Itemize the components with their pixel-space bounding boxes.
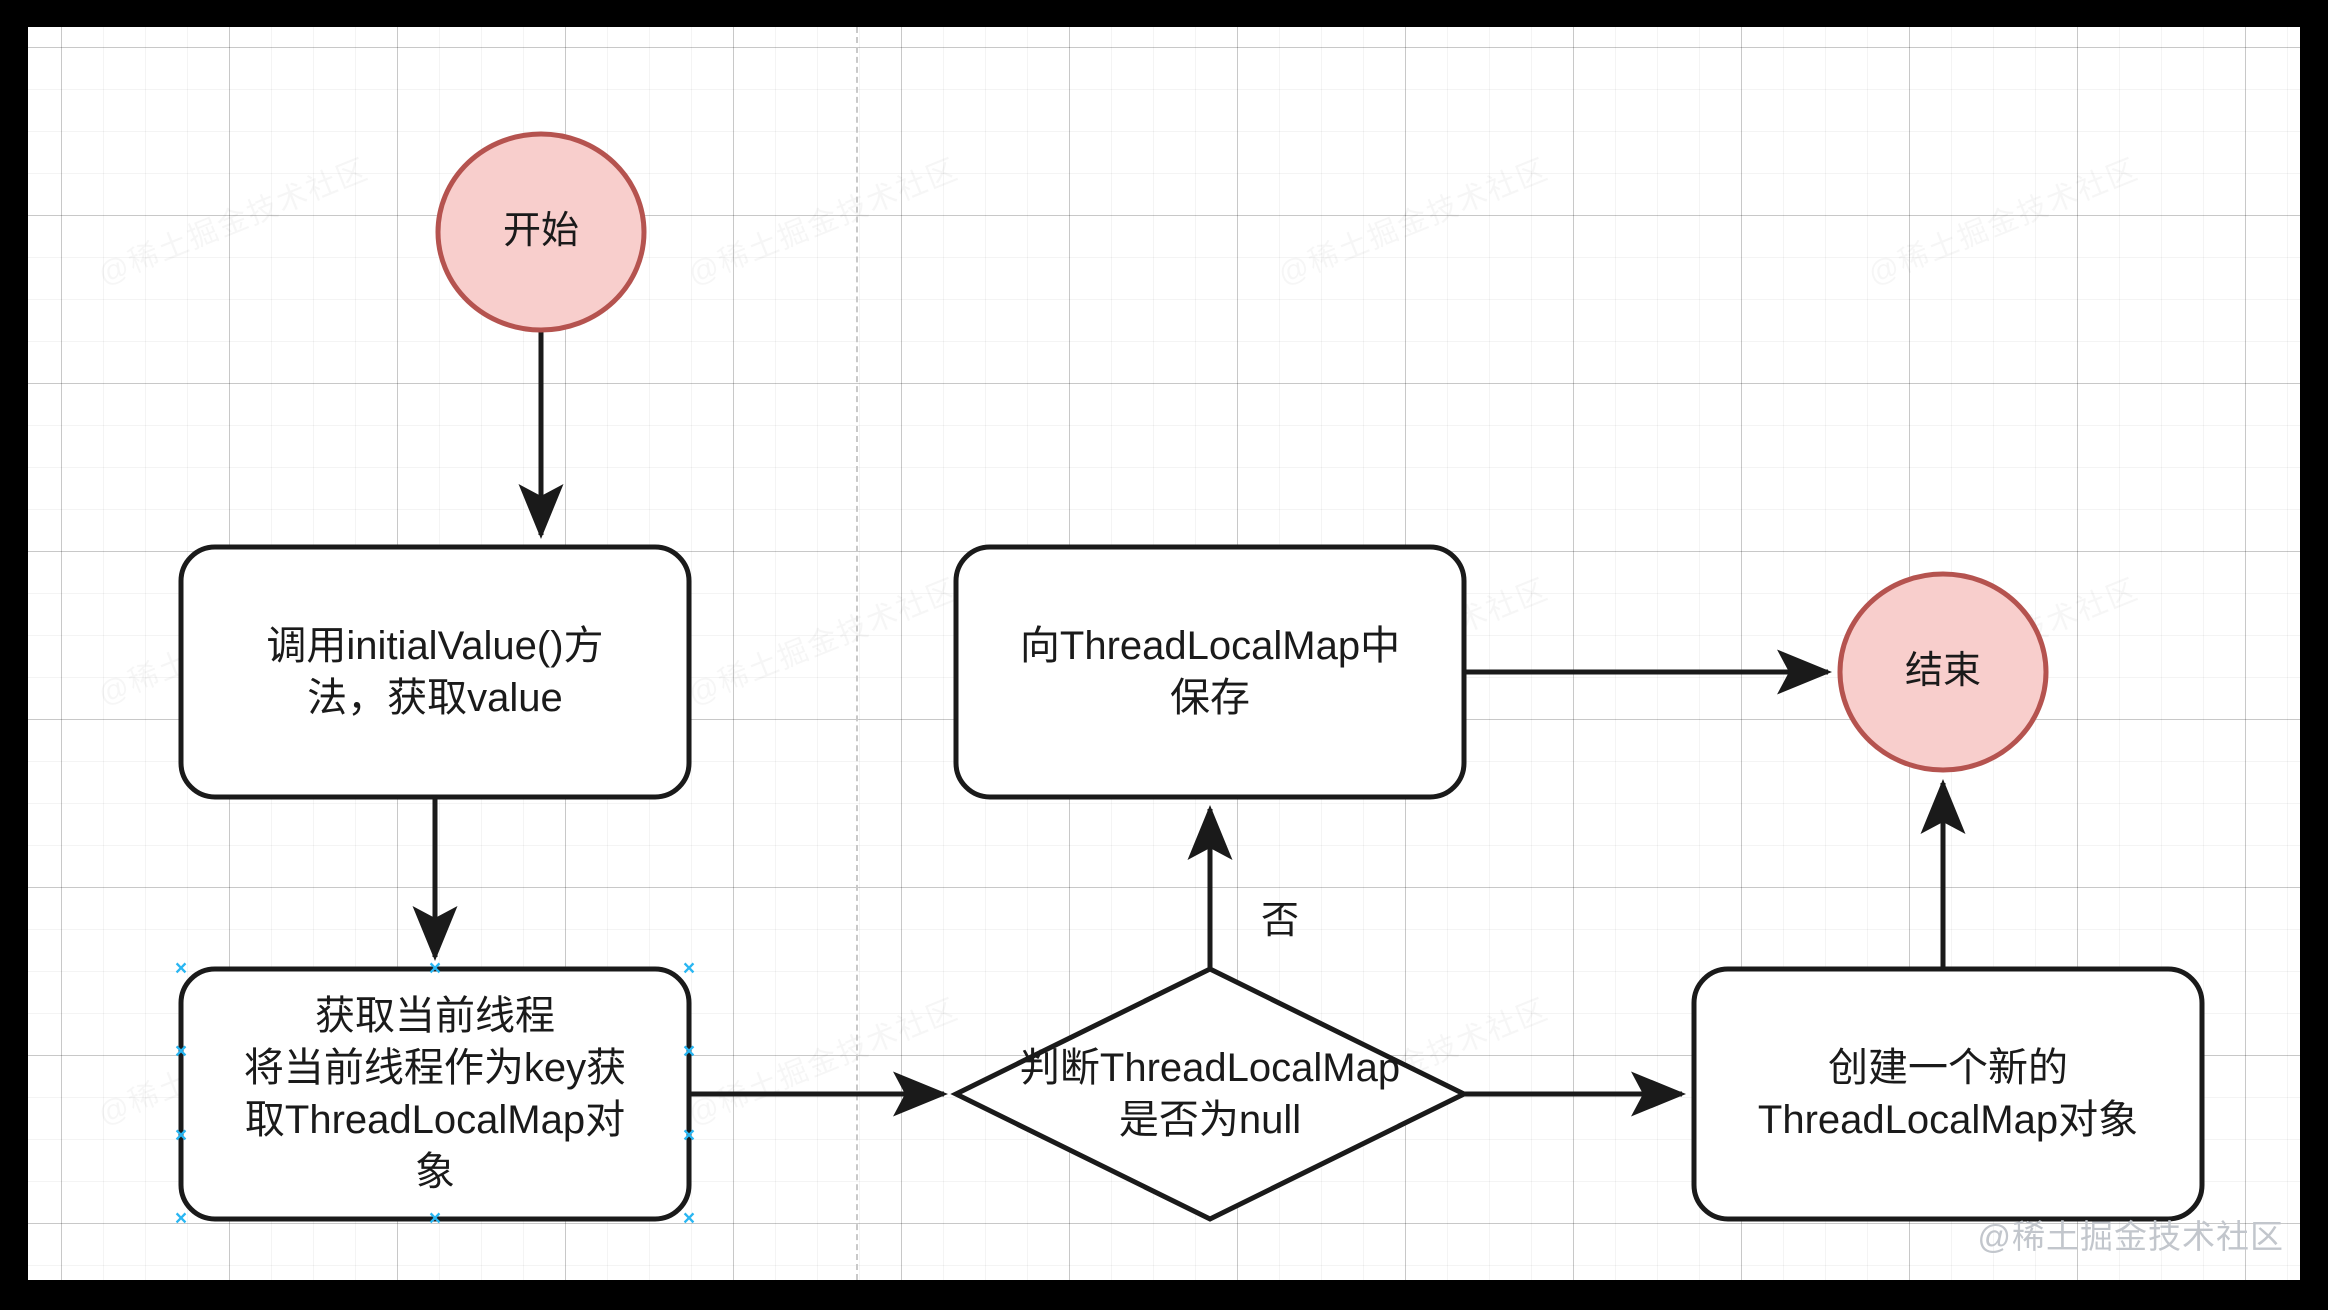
edge-label-no: 否 — [1261, 900, 1300, 942]
selection-handle-x-icon[interactable]: × — [682, 1123, 696, 1147]
selection-handle-x-icon[interactable]: × — [174, 1040, 188, 1064]
diagram-canvas[interactable]: @稀土掘金技术社区@稀土掘金技术社区@稀土掘金技术社区@稀土掘金技术社区@稀土掘… — [28, 27, 2300, 1280]
selection-handle-x-icon[interactable]: × — [428, 1207, 442, 1230]
node-start[interactable] — [435, 131, 647, 333]
node-save-into-map[interactable] — [953, 544, 1467, 800]
selection-handle-x-icon[interactable]: × — [682, 1207, 696, 1230]
selection-handle-x-icon[interactable]: × — [682, 1040, 696, 1064]
node-create-new-map[interactable] — [1691, 966, 2205, 1222]
selection-handle-x-icon[interactable]: × — [174, 957, 188, 980]
flowchart-graphics — [178, 131, 2205, 1222]
selection-handle-x-icon[interactable]: × — [428, 957, 442, 980]
selection-handle-x-icon[interactable]: × — [682, 957, 696, 980]
selection-handle-x-icon[interactable]: × — [174, 1207, 188, 1230]
node-decision-map-null[interactable] — [950, 966, 1470, 1222]
selection-handle-x-icon[interactable]: × — [174, 1123, 188, 1147]
node-call-initialvalue[interactable] — [178, 544, 692, 800]
node-end[interactable] — [1837, 571, 2049, 773]
credit-watermark: @稀土掘金技术社区 — [1977, 1218, 2284, 1255]
node-get-threadlocalmap[interactable] — [178, 966, 692, 1222]
page-break-line — [856, 27, 858, 1280]
